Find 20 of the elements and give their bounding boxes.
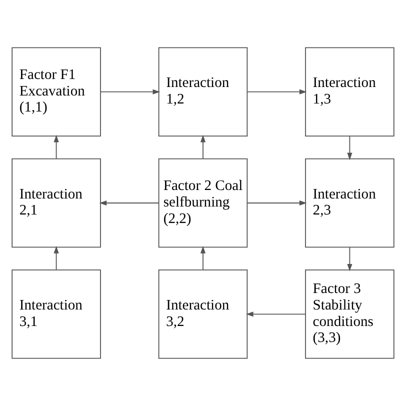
arrow <box>347 246 352 272</box>
node-box: Factor F1 Excavation (1,1) <box>12 47 101 136</box>
node-box: Factor 2 Coal selfburning (2,2) <box>158 158 248 248</box>
node-box: Interaction 3,2 <box>158 270 248 359</box>
node-box: Interaction 2,1 <box>12 158 101 248</box>
arrow <box>246 312 306 317</box>
arrow <box>347 136 352 160</box>
arrow <box>99 200 160 206</box>
arrow <box>246 89 307 94</box>
node-box: Interaction 1,3 <box>305 47 394 136</box>
node-box: Interaction 1,2 <box>158 47 248 136</box>
arrow <box>200 134 206 160</box>
node-box: Interaction 3,1 <box>12 270 101 359</box>
arrow <box>54 134 59 160</box>
node-box: Interaction 2,3 <box>305 158 394 248</box>
arrow <box>246 200 307 206</box>
arrow <box>100 89 160 94</box>
arrow <box>54 246 59 270</box>
node-box: Factor 3 Stability conditions (3,3) <box>305 270 394 359</box>
arrow <box>200 246 206 270</box>
